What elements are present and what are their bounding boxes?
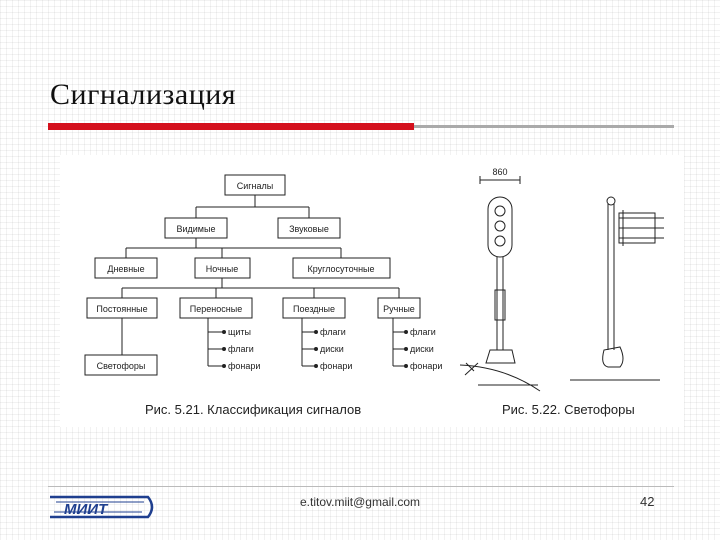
- portable-item: фонари: [228, 361, 260, 371]
- author-email: e.titov.miit@gmail.com: [300, 495, 420, 509]
- label-audible: Звуковые: [289, 224, 329, 234]
- manual-item: фонари: [410, 361, 442, 371]
- label-train: Поездные: [293, 304, 335, 314]
- label-night: Ночные: [206, 264, 238, 274]
- title-underline-red: [48, 123, 414, 130]
- label-root: Сигналы: [237, 181, 274, 191]
- portable-item: флаги: [228, 344, 254, 354]
- title-underline-gray: [414, 125, 674, 128]
- logo-text: МИИТ: [64, 501, 109, 518]
- label-constant: Постоянные: [96, 304, 147, 314]
- train-item: флаги: [320, 327, 346, 337]
- manual-item: диски: [410, 344, 434, 354]
- miit-logo: МИИТ: [50, 495, 154, 519]
- train-item: фонари: [320, 361, 352, 371]
- manual-item: флаги: [410, 327, 436, 337]
- label-day: Дневные: [107, 264, 144, 274]
- box-semaphore: [84, 354, 158, 376]
- label-round: Круглосуточные: [307, 264, 374, 274]
- figure-svg: Сигналы Видимые Звуковые Дневные Ночные …: [84, 167, 664, 417]
- caption-classification: Рис. 5.21. Классификация сигналов: [145, 402, 361, 417]
- portable-item: щиты: [228, 327, 251, 337]
- figure-image: Сигналы Видимые Звуковые Дневные Ночные …: [60, 155, 684, 427]
- footer-divider: [48, 486, 674, 487]
- page-number: 42: [640, 494, 655, 509]
- label-semaphore: Светофоры: [97, 361, 146, 371]
- slide-title: Сигнализация: [50, 78, 237, 111]
- train-item: диски: [320, 344, 344, 354]
- label-portable: Переносные: [190, 304, 242, 314]
- label-visible: Видимые: [177, 224, 216, 234]
- caption-traffic-lights: Рис. 5.22. Светофоры: [502, 402, 635, 417]
- label-manual: Ручные: [383, 304, 415, 314]
- label-dimension: 860: [492, 167, 507, 177]
